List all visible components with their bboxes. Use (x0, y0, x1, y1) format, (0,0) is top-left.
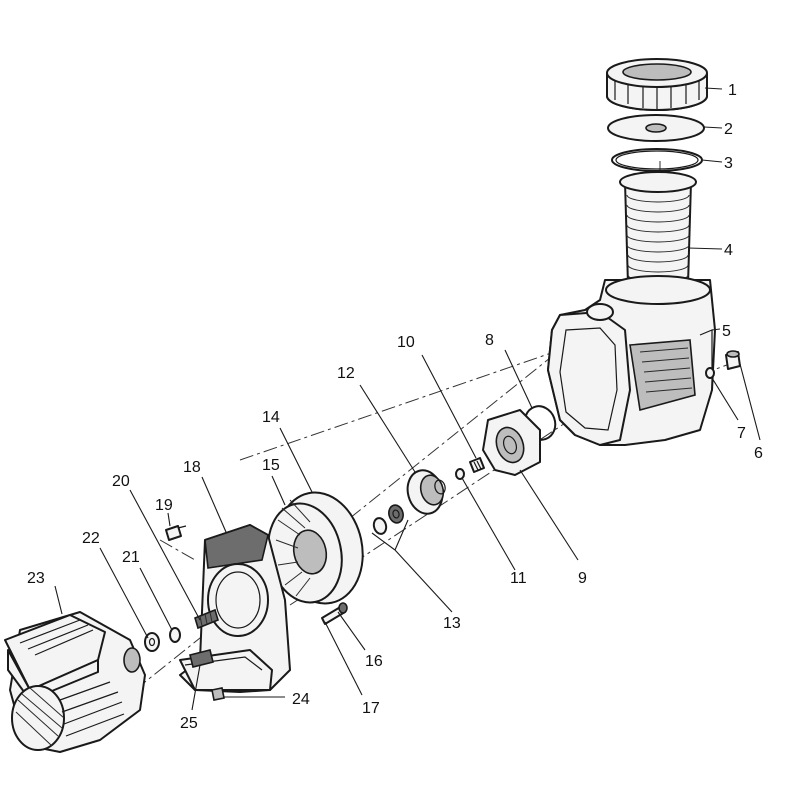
callout-17: 17 (362, 700, 380, 717)
callout-20: 20 (112, 473, 130, 490)
part-11-washer (455, 468, 465, 480)
part-9-diffuser (482, 409, 541, 476)
part-16-17-bolt (321, 602, 348, 625)
callout-24: 24 (292, 691, 310, 708)
part-20-shaft (194, 608, 219, 630)
callout-19: 19 (155, 497, 173, 514)
leader-lines (54, 87, 761, 711)
callout-23: 23 (27, 570, 45, 587)
part-22-washer (144, 632, 160, 652)
callout-16: 16 (365, 653, 383, 670)
callout-4: 4 (724, 242, 733, 259)
part-21-washer (169, 627, 181, 643)
callout-21: 21 (122, 549, 140, 566)
callout-labels: 1 2 3 4 5 6 7 8 9 10 11 12 13 14 15 16 1… (27, 82, 763, 732)
part-24-small-key (211, 687, 225, 701)
callout-14: 14 (262, 409, 280, 426)
part-7-plug-o-ring (705, 367, 715, 379)
part-12-impeller (406, 469, 446, 515)
callout-8: 8 (485, 332, 494, 349)
part-19-screw (165, 525, 187, 541)
callout-2: 2 (724, 121, 733, 138)
callout-6: 6 (754, 445, 763, 462)
part-6-drain-plug (725, 350, 741, 370)
callout-11: 11 (510, 570, 527, 587)
part-4-strainer-basket (619, 171, 697, 294)
part-23-motor (4, 611, 146, 753)
part-2-lid-disc (607, 114, 705, 142)
part-25-foot-clip (189, 649, 214, 668)
callout-9: 9 (578, 570, 587, 587)
part-3-lid-o-ring (611, 148, 703, 172)
part-13-mechanical-seal (372, 504, 404, 535)
part-10-impeller-screw (469, 457, 485, 473)
callout-7: 7 (737, 425, 746, 442)
part-5-pump-housing (547, 275, 716, 446)
callout-15: 15 (262, 457, 280, 474)
callout-13: 13 (443, 615, 461, 632)
part-1-strainer-lid (606, 58, 708, 111)
callout-10: 10 (397, 334, 415, 351)
callout-5: 5 (722, 323, 731, 340)
callout-12: 12 (337, 365, 355, 382)
callout-25: 25 (180, 715, 198, 732)
callout-1: 1 (728, 82, 737, 99)
callout-3: 3 (724, 155, 733, 172)
callout-22: 22 (82, 530, 100, 547)
part-14-15-seal-plate (267, 491, 364, 605)
callout-18: 18 (183, 459, 201, 476)
